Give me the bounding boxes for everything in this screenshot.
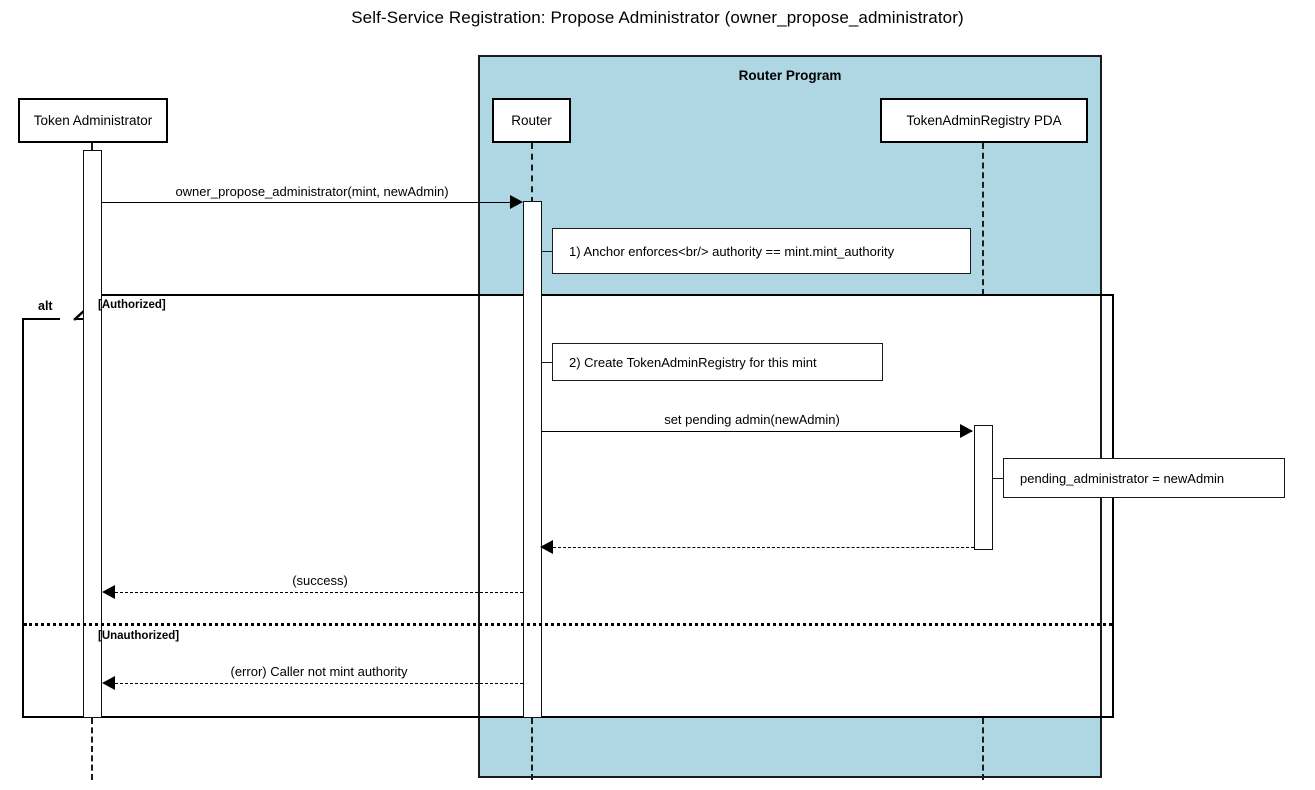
participant-label: Router: [511, 113, 552, 128]
page-title: Self-Service Registration: Propose Admin…: [351, 8, 964, 27]
participant-token-admin-registry-pda[interactable]: TokenAdminRegistry PDA: [880, 98, 1088, 143]
note-connector-create-registry: [541, 362, 553, 363]
message-arrowhead-pda-return: [540, 540, 553, 554]
message-line-error: [115, 683, 523, 684]
message-line-pda-return: [553, 547, 974, 548]
message-arrowhead-success: [102, 585, 115, 599]
participant-label: TokenAdminRegistry PDA: [906, 113, 1062, 128]
lifeline-pda-tail: [982, 718, 984, 780]
message-label-owner-propose-administrator: owner_propose_administrator(mint, newAdm…: [175, 184, 449, 199]
note-text: pending_administrator = newAdmin: [1020, 470, 1225, 486]
fragment-operator-label: alt: [38, 299, 53, 313]
fragment-divider: [24, 623, 1112, 626]
message-line-set-pending-admin: [542, 431, 972, 432]
activation-token-admin-registry-pda: [974, 425, 993, 550]
note-pending-administrator: pending_administrator = newAdmin: [1003, 458, 1285, 498]
lifeline-token-administrator-tail: [91, 718, 93, 780]
note-text: 2) Create TokenAdminRegistry for this mi…: [569, 354, 817, 370]
message-arrowhead-set-pending-admin: [960, 424, 973, 438]
lifeline-token-admin-registry-pda: [982, 143, 984, 295]
message-arrowhead-owner-propose-administrator: [510, 195, 523, 209]
message-label-set-pending-admin: set pending admin(newAdmin): [664, 412, 840, 427]
group-edge-left-in-fragment: [478, 296, 480, 716]
group-label: Router Program: [738, 68, 842, 83]
fragment-alt: [22, 294, 1114, 718]
activation-token-administrator: [83, 150, 102, 718]
note-create-registry: 2) Create TokenAdminRegistry for this mi…: [552, 343, 883, 381]
note-connector-anchor-enforces: [541, 251, 553, 252]
fragment-guard-authorized: [Authorized]: [98, 299, 166, 311]
note-text: 1) Anchor enforces<br/> authority == min…: [569, 243, 895, 259]
lifeline-token-administrator-stub: [91, 143, 93, 152]
lifeline-router-tail: [531, 718, 533, 780]
group-edge-right-in-fragment: [1100, 296, 1102, 716]
participant-router[interactable]: Router: [492, 98, 571, 143]
activation-router: [523, 201, 542, 718]
message-label-error: (error) Caller not mint authority: [230, 664, 408, 679]
message-line-owner-propose-administrator: [102, 202, 512, 203]
note-anchor-enforces: 1) Anchor enforces<br/> authority == min…: [552, 228, 971, 274]
note-connector-pending-administrator: [992, 478, 1004, 479]
message-arrowhead-error: [102, 676, 115, 690]
lifeline-router: [531, 143, 533, 203]
participant-label: Token Administrator: [33, 113, 153, 128]
participant-token-administrator[interactable]: Token Administrator: [18, 98, 168, 143]
message-line-success: [115, 592, 523, 593]
message-label-success: (success): [292, 573, 348, 588]
fragment-guard-unauthorized: [Unauthorized]: [98, 630, 180, 642]
